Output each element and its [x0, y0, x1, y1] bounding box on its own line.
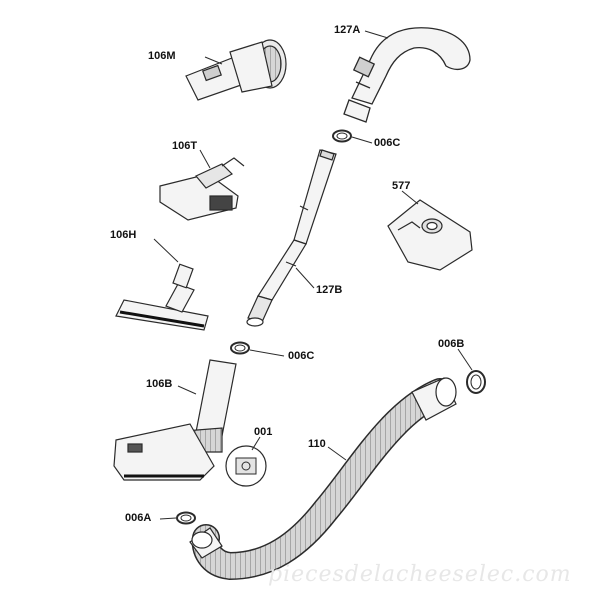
label-127b: 127B: [316, 284, 343, 296]
label-106t: 106T: [172, 140, 198, 152]
label-006a: 006A: [125, 512, 152, 524]
label-106m: 106M: [148, 50, 176, 62]
part-006b-ring: [466, 370, 486, 394]
part-127a-handle: [343, 27, 471, 123]
part-006a-ring: [176, 511, 196, 525]
label-577: 577: [392, 180, 411, 192]
label-110: 110: [308, 438, 326, 450]
label-006b: 006B: [438, 338, 465, 350]
part-106t-turbo-nozzle: [159, 157, 245, 221]
part-106m-brush-nozzle: [185, 39, 287, 101]
part-106h-parquet-nozzle: [115, 263, 209, 331]
part-001-detail: [225, 445, 267, 487]
part-006c-ring-mid: [230, 341, 250, 355]
part-110-hose: [189, 377, 457, 581]
label-006c-mid: 006C: [288, 350, 315, 362]
label-106b: 106B: [146, 378, 173, 390]
label-001: 001: [254, 426, 273, 438]
part-127b-tube: [246, 149, 337, 327]
watermark: piecesdelacheeselec.com: [268, 562, 572, 587]
part-106b-floor-nozzle: [113, 359, 237, 481]
label-106h: 106H: [110, 229, 137, 241]
part-006c-ring-top: [332, 129, 352, 143]
part-577-dust-bag: [387, 199, 473, 271]
leader-lines: [153, 30, 473, 520]
label-006c-top: 006C: [374, 137, 401, 149]
label-127a: 127A: [334, 24, 361, 36]
